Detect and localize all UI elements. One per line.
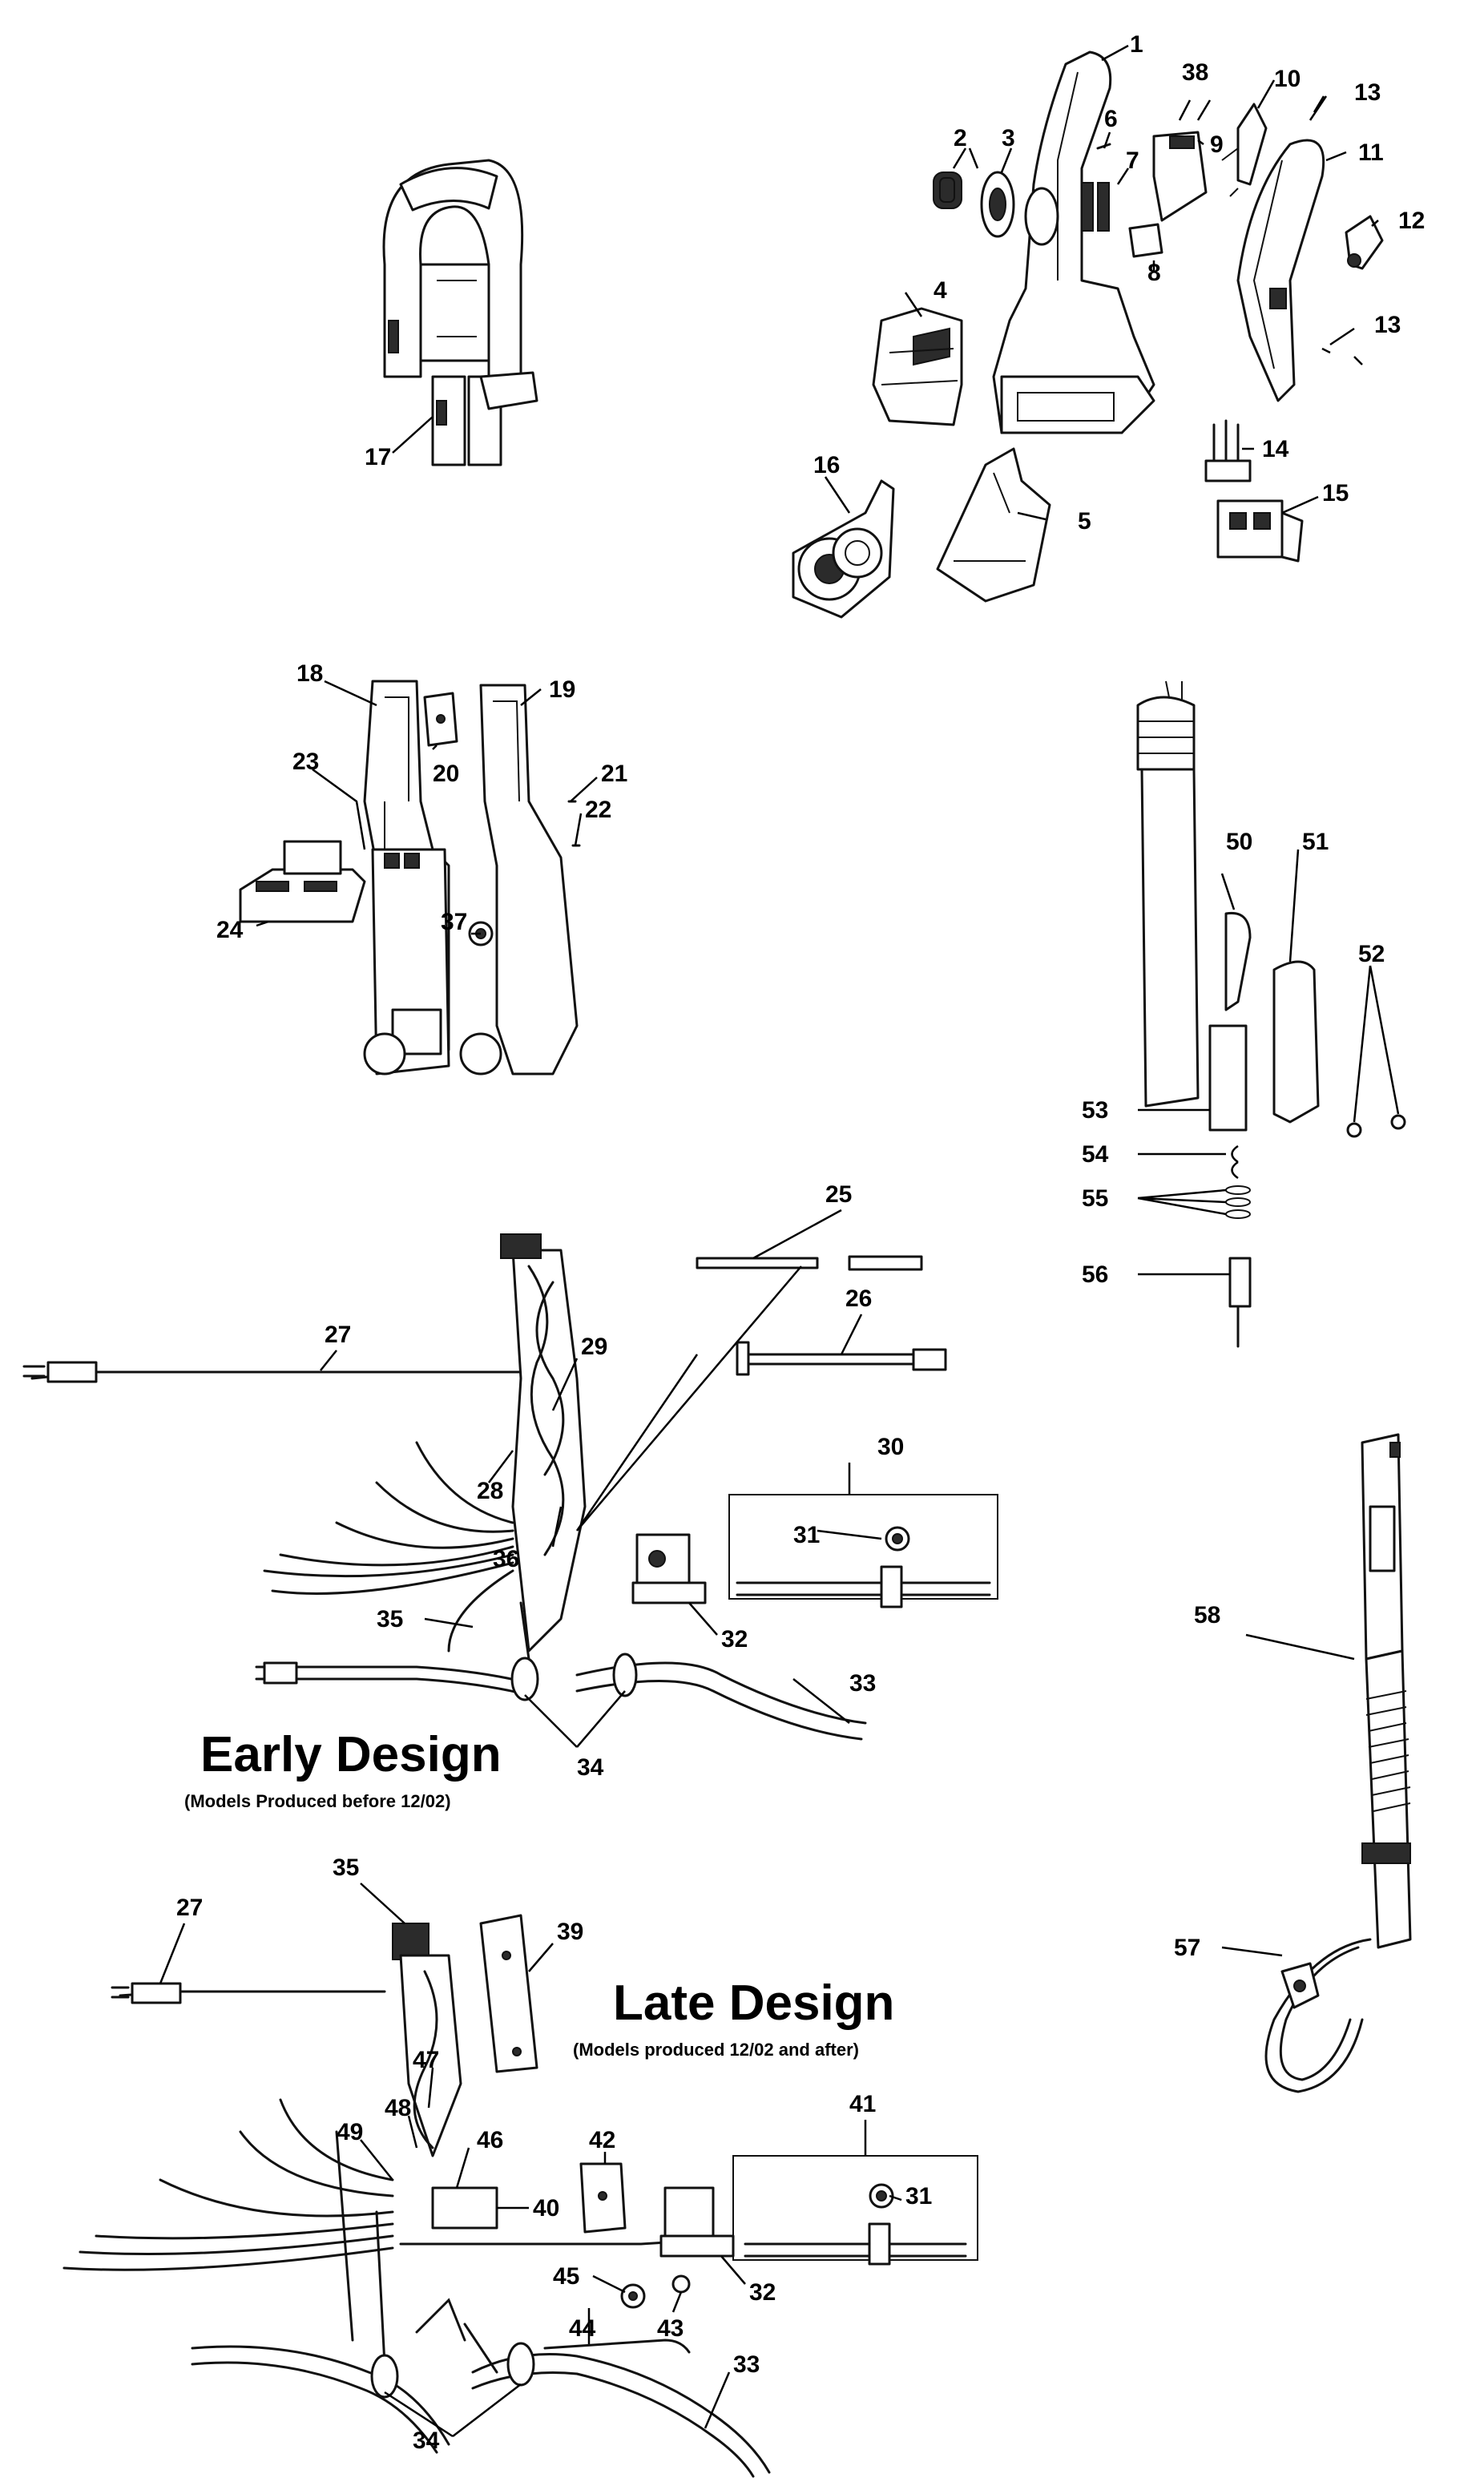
callout-57: 57 <box>1174 1935 1200 1961</box>
callout-33-late: 33 <box>733 2351 760 2378</box>
callout-9: 9 <box>1210 131 1224 158</box>
callout-2: 2 <box>954 125 967 151</box>
part-23-tank-body <box>363 848 502 1076</box>
callout-24: 24 <box>216 917 244 943</box>
part-50-56-solution-tube <box>1136 680 1406 1348</box>
part-11-side-handle <box>1236 95 1384 402</box>
callout-6: 6 <box>1104 106 1118 132</box>
callout-35-late: 35 <box>333 1854 359 1881</box>
leader-lines <box>159 44 1400 2438</box>
part-17-handle-frame <box>382 159 538 466</box>
early-design-title: Early Design <box>200 1727 502 1782</box>
callout-52: 52 <box>1358 941 1385 967</box>
part-4-nozzle-cover <box>872 307 963 426</box>
callout-33-early: 33 <box>849 1670 876 1697</box>
callout-15: 15 <box>1322 480 1349 506</box>
part-57-hose-loop <box>1264 1938 1372 2093</box>
callout-37: 37 <box>441 909 467 935</box>
callout-labels: 1 2 3 4 5 6 7 8 9 10 13 11 12 13 14 15 1… <box>176 31 1425 2454</box>
callout-5: 5 <box>1078 508 1091 535</box>
callout-8: 8 <box>1147 260 1161 286</box>
part-15-switch-housing <box>1216 499 1304 563</box>
callout-44: 44 <box>569 2315 596 2342</box>
part-24-tray <box>239 840 366 923</box>
callout-27-early: 27 <box>325 1322 351 1348</box>
section-titles: Early Design (Models Produced before 12/… <box>184 1727 894 2060</box>
callout-42: 42 <box>589 2127 615 2153</box>
callout-43: 43 <box>657 2315 684 2342</box>
late-design-wiring <box>63 1914 978 2478</box>
callout-54: 54 <box>1082 1141 1109 1168</box>
callout-34-late: 34 <box>413 2428 440 2454</box>
callout-34-early: 34 <box>577 1754 604 1781</box>
part-19-front-housing <box>479 684 579 1076</box>
callout-55: 55 <box>1082 1185 1108 1212</box>
callout-41: 41 <box>849 2091 876 2117</box>
callout-48: 48 <box>385 2095 411 2121</box>
callout-26: 26 <box>845 1285 872 1312</box>
callout-25: 25 <box>825 1181 852 1208</box>
callout-53: 53 <box>1082 1097 1108 1124</box>
callout-39: 39 <box>557 1919 583 1945</box>
callout-13-top: 13 <box>1354 79 1381 106</box>
late-design-title: Late Design <box>613 1976 894 2031</box>
callout-35-early: 35 <box>377 1606 403 1632</box>
late-design-note: (Models produced 12/02 and after) <box>573 2040 859 2060</box>
callout-17: 17 <box>365 444 391 470</box>
callout-56: 56 <box>1082 1261 1108 1288</box>
callout-7: 7 <box>1126 147 1139 174</box>
callout-16: 16 <box>813 452 840 478</box>
part-1-upper-handle <box>992 50 1155 434</box>
callout-22: 22 <box>585 797 611 823</box>
callout-45: 45 <box>553 2263 579 2290</box>
callout-47: 47 <box>413 2047 439 2073</box>
callout-28: 28 <box>477 1478 503 1504</box>
callout-19: 19 <box>549 676 575 703</box>
part-21-22-screws <box>567 800 581 847</box>
parts-knobs-switches <box>933 99 1268 258</box>
callout-12: 12 <box>1398 208 1425 234</box>
callout-31-early: 31 <box>793 1522 820 1548</box>
callout-32-late: 32 <box>749 2279 776 2306</box>
callout-30: 30 <box>877 1434 904 1460</box>
early-design-note: (Models Produced before 12/02) <box>184 1791 451 1811</box>
callout-11: 11 <box>1358 139 1384 166</box>
callout-50: 50 <box>1226 829 1252 855</box>
callout-4: 4 <box>934 277 947 304</box>
callout-58: 58 <box>1194 1602 1220 1628</box>
part-5-base-nozzle <box>936 447 1051 603</box>
callout-20: 20 <box>433 761 459 787</box>
part-14-wire-connector <box>1204 419 1252 482</box>
early-design-wiring <box>22 1233 998 1741</box>
callout-29: 29 <box>581 1334 607 1360</box>
callout-31-late: 31 <box>905 2183 932 2210</box>
callout-18: 18 <box>296 660 323 687</box>
callout-32-early: 32 <box>721 1626 748 1653</box>
callout-13-lower: 13 <box>1374 312 1401 338</box>
callout-46: 46 <box>477 2127 503 2153</box>
callout-21: 21 <box>601 761 627 787</box>
part-20-label-plate <box>423 692 458 747</box>
callout-36: 36 <box>493 1546 519 1572</box>
callout-38: 38 <box>1182 59 1208 86</box>
callout-23: 23 <box>292 749 319 775</box>
callout-1: 1 <box>1130 31 1143 58</box>
callout-49: 49 <box>337 2119 363 2145</box>
callout-14: 14 <box>1262 436 1289 462</box>
callout-40: 40 <box>533 2195 559 2222</box>
part-16-motor <box>792 479 895 619</box>
callout-51: 51 <box>1302 829 1329 855</box>
part-58-wand-assembly <box>1361 1433 1412 1949</box>
callout-27-late: 27 <box>176 1895 203 1921</box>
callout-3: 3 <box>1002 125 1015 151</box>
callout-10: 10 <box>1274 66 1301 92</box>
